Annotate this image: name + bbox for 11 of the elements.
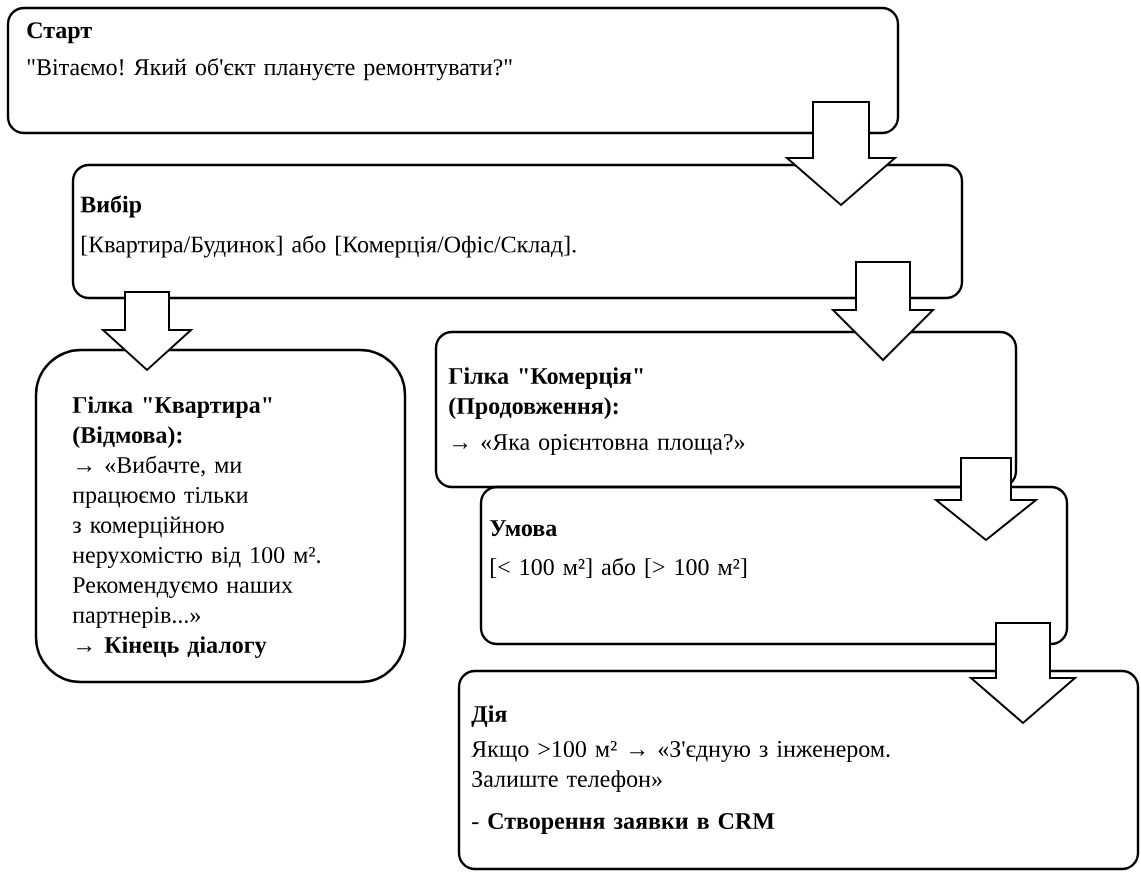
process-box: Старт "Вітаємо! Який об'єкт плануєте ремонтувати?"	[6, 6, 900, 135]
process-box: Умова [< 100 м²] або [> 100 м²]	[479, 485, 1069, 646]
block-arrow	[968, 622, 1078, 725]
process-box: Дія Якщо >100 м² → «З'єдную з інженером. Залиште телефон» - Створення заявки в CRM	[457, 669, 1140, 871]
process-box: Гілка "Квартира" (Відмова): → «Вибачте, ми працюємо тільки з комерційною нерухомістю від 100 м². Рекомендуємо наших партнерів...» → Кінець діалогу	[34, 348, 407, 684]
process-box: Гілка "Комерція" (Продовження): → «Яка орієнтовна площа?»	[434, 330, 1018, 489]
block-arrow	[933, 457, 1039, 542]
block-arrow	[830, 261, 936, 362]
block-arrow	[100, 291, 194, 372]
process-box: Вибір [Квартира/Будинок] або [Комерція/Офіс/Склад].	[71, 163, 964, 300]
block-arrow	[784, 101, 898, 207]
